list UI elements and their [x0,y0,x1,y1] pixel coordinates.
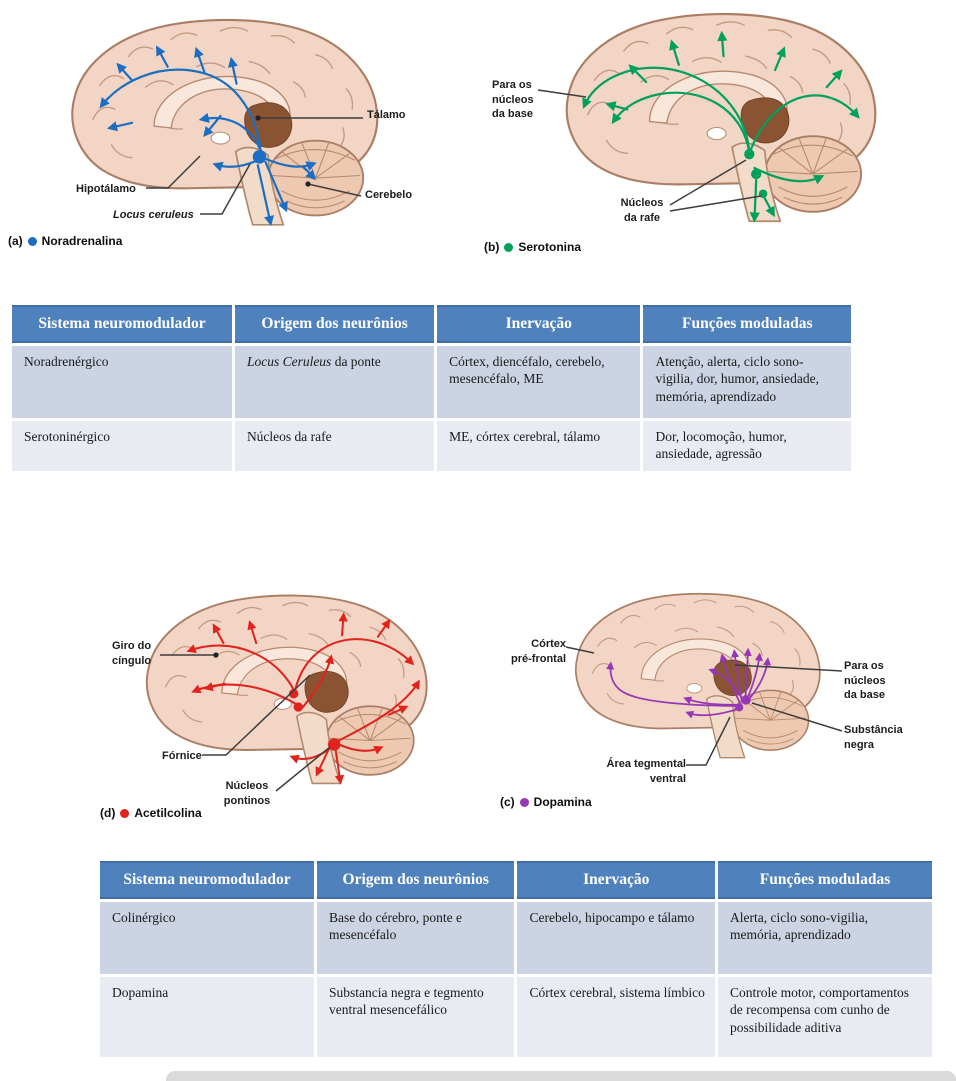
legend-label: Serotonina [518,240,581,254]
brain-diagram-noradrenaline [71,18,379,227]
col-header-origem: Origem dos neurônios [234,305,435,343]
col-header-sistema: Sistema neuromodulador [12,305,232,343]
label-to-basal-nuclei: Para os núcleos da base [844,660,886,702]
table2-header-row: Sistema neuromodulador Origem dos neurôn… [100,861,932,899]
brain-diagram-acetylcholine [145,594,428,792]
col-header-inervacao: Inervação [517,861,715,899]
col-header-funcoes: Funções moduladas [718,861,932,899]
legend-label: Acetilcolina [134,806,202,820]
cell-funcoes: Atenção, alerta, ciclo sono-vigilia, dor… [643,346,851,418]
label-substantia-nigra: Substância negra [844,724,903,751]
label-locus-ceruleus: Locus ceruleus [113,209,194,221]
panel-letter: (d) [100,806,116,820]
cell-funcoes: Alerta, ciclo sono-vigilia, memória, apr… [718,902,932,974]
brain-diagram-serotonin [537,12,877,223]
cell-origem: Núcleos da rafe [234,421,435,471]
legend-serotonin: (b) Serotonina [484,240,581,254]
table-row-serotonergic: Serotoninérgico Núcleos da rafe ME, córt… [12,421,851,471]
cell-origem: Locus Ceruleus da ponte [234,346,435,418]
legend-dopamine: (c) Dopamina [500,795,592,809]
cell-inervacao: Córtex cerebral, sistema límbico [517,977,715,1057]
table-row-cholinergic: Colinérgico Base do cérebro, ponte e mes… [100,902,932,974]
neuromodulator-table-1: Sistema neuromodulador Origem dos neurôn… [9,302,854,474]
label-to-basal-nuclei: Para os núcleos da base [492,79,534,121]
figure-dopamine: Córtex pré-frontal Para os núcleos da ba… [480,575,956,823]
label-pontine-nuclei: Núcleos pontinos [223,780,271,807]
panel-letter: (a) [8,234,23,248]
figure-serotonin: Para os núcleos da base Núcleos da rafe … [480,0,956,263]
cropped-element-bar [166,1071,956,1081]
cell-funcoes: Dor, locomoção, humor, ansiedade, agress… [643,421,851,471]
panel-letter: (b) [484,240,500,254]
label-prefrontal-cortex: Córtex pré-frontal [511,638,566,665]
label-fornix: Fórnice [162,750,202,762]
cell-funcoes: Controle motor, comportamentos de recomp… [718,977,932,1057]
cell-sistema: Noradrenérgico [12,346,232,418]
label-raphe-nuclei: Núcleos da rafe [620,197,664,224]
brain-diagram-dopamine [565,592,843,766]
label-cerebellum: Cerebelo [365,189,413,201]
legend-label: Dopamina [533,795,592,809]
col-header-sistema: Sistema neuromodulador [100,861,314,899]
table-row-dopamine: Dopamina Substancia negra e tegmento ven… [100,977,932,1057]
legend-label: Noradrenalina [41,234,123,248]
figure-acetylcholine: Giro do cíngulo Fórnice Núcleos pontinos… [30,575,480,823]
col-header-inervacao: Inervação [437,305,641,343]
legend-dot-icon [519,797,529,807]
table1-header-row: Sistema neuromodulador Origem dos neurôn… [12,305,851,343]
origin-rest: da ponte [331,354,381,369]
cell-origem: Substancia negra e tegmento ventral mese… [316,977,515,1057]
legend-dot-icon [27,236,37,246]
cell-sistema: Serotoninérgico [12,421,232,471]
cell-inervacao: Córtex, diencéfalo, cerebelo, mesencéfal… [437,346,641,418]
label-cingulate-gyrus: Giro do cíngulo [112,640,152,667]
legend-dot-icon [504,242,514,252]
latin-term: Locus Ceruleus [246,354,332,369]
label-ventral-tegmental-area: Área tegmental ventral [606,758,686,785]
neuromodulator-table-2: Sistema neuromodulador Origem dos neurôn… [97,858,935,1060]
legend-noradrenaline: (a) Noradrenalina [8,234,122,248]
label-thalamus: Tálamo [367,109,406,121]
cell-inervacao: Cerebelo, hipocampo e tálamo [517,902,715,974]
label-hypothalamus: Hipotálamo [76,183,136,195]
col-header-origem: Origem dos neurônios [316,861,515,899]
legend-acetylcholine: (d) Acetilcolina [100,806,202,820]
col-header-funcoes: Funções moduladas [643,305,851,343]
legend-dot-icon [120,808,130,818]
cell-origem: Base do cérebro, ponte e mesencéfalo [316,902,515,974]
figure-noradrenaline: Tálamo Hipotálamo Locus ceruleus Cerebel… [0,0,470,258]
cell-sistema: Colinérgico [100,902,314,974]
cell-sistema: Dopamina [100,977,314,1057]
panel-letter: (c) [500,795,515,809]
table-row-noradrenergic: Noradrenérgico Locus Ceruleus da ponte C… [12,346,851,418]
cell-inervacao: ME, córtex cerebral, tálamo [437,421,641,471]
